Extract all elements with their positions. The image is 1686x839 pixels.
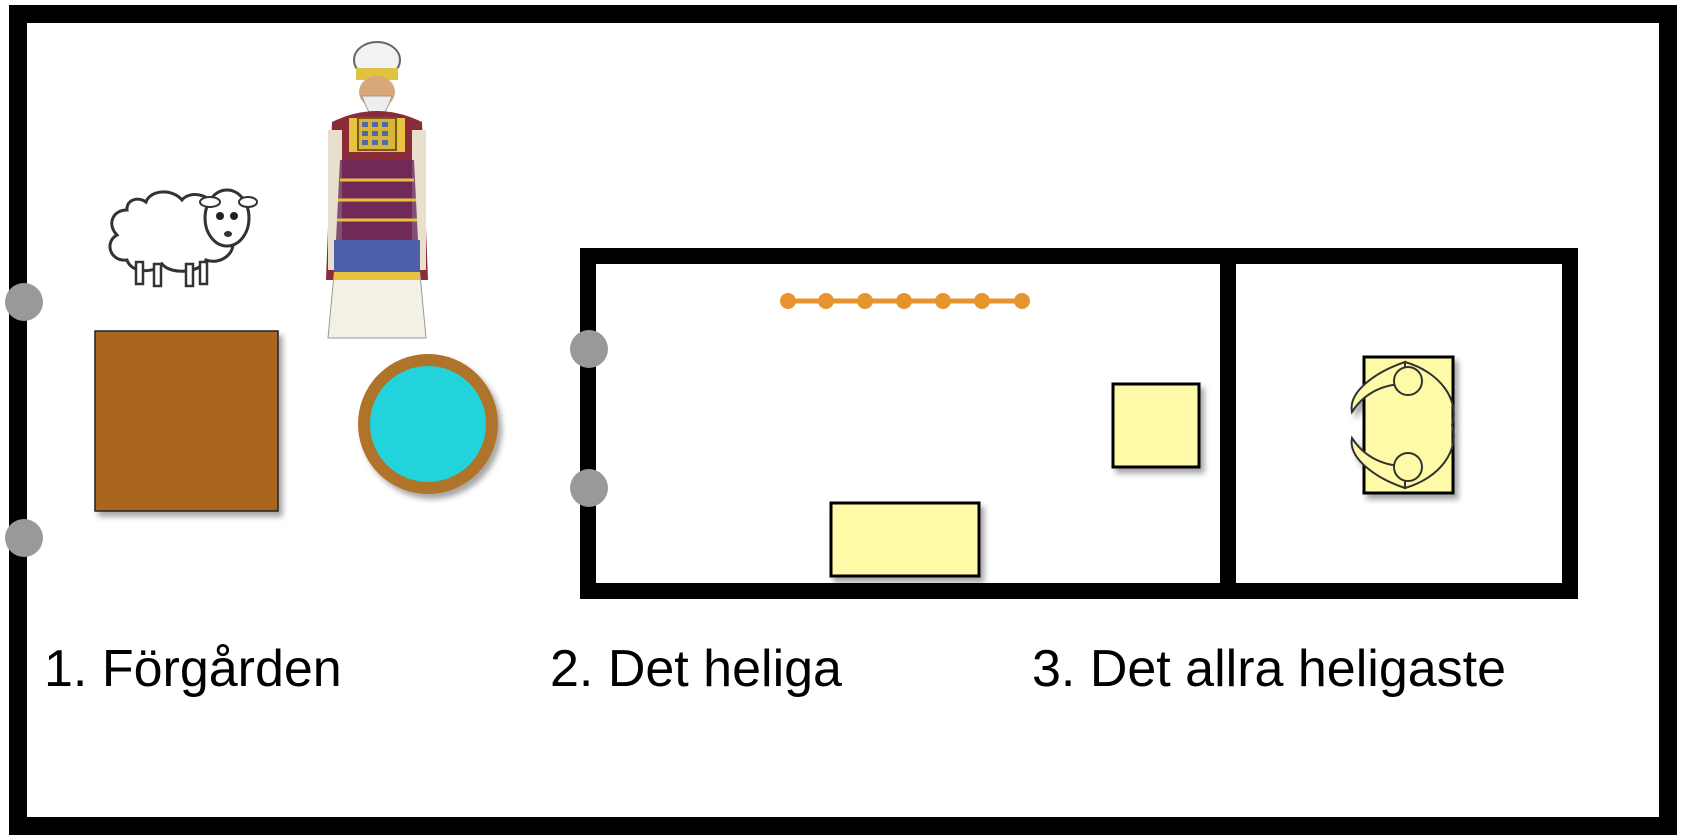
sheep-icon [108,188,258,288]
ark-of-covenant-icon [1350,355,1455,495]
courtyard-gate-post-top [5,283,43,321]
high-priest-icon [326,41,428,339]
tabernacle-door-post-bottom [570,469,608,507]
courtyard-label: 1. Förgården [44,640,342,698]
tabernacle-door-post-top [570,330,608,368]
showbread-table [829,501,981,578]
bronze-laver [358,354,498,494]
courtyard-wall [9,5,1677,835]
incense-altar [1111,382,1201,469]
tabernacle-wall [580,248,1578,599]
bronze-altar [94,330,279,512]
holy-of-holies-label: 3. Det allra heligaste [1032,640,1507,698]
holy-place-label: 2. Det heliga [550,640,842,698]
lampstand-icon [780,293,1030,309]
courtyard-gate-post-bottom [5,519,43,557]
